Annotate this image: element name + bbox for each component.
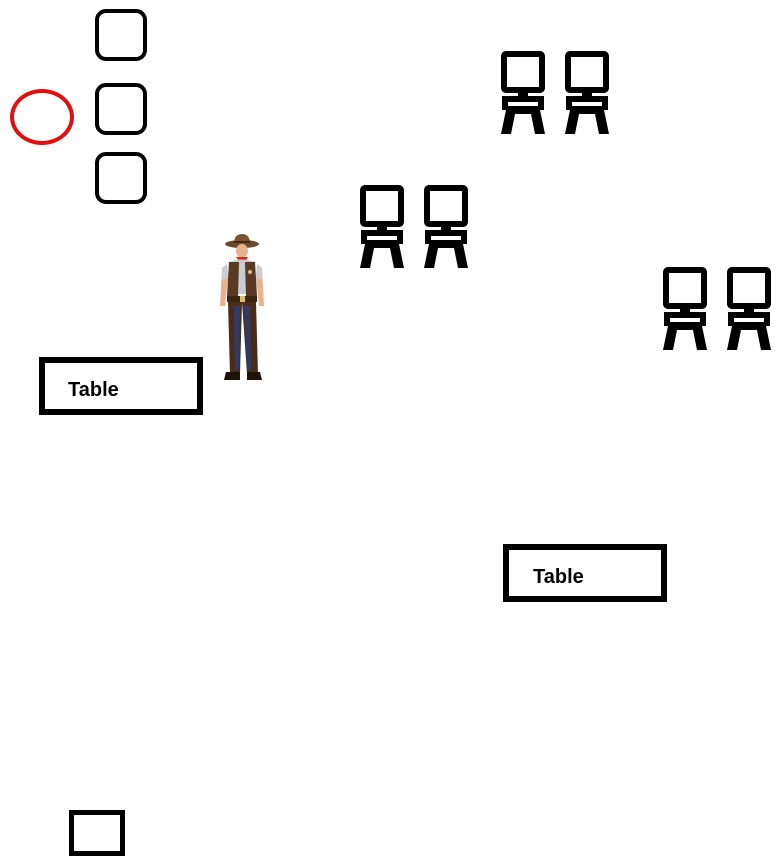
seat-box-top [95, 9, 147, 61]
chair-icon [501, 54, 545, 134]
table-left [39, 357, 203, 415]
chair-pair-middle [357, 184, 477, 272]
chair-pair-top-right [498, 50, 618, 138]
chair-icon [360, 188, 404, 268]
chair-icon [424, 188, 468, 268]
chair-icon [663, 270, 707, 350]
chair-pair-right [660, 266, 780, 354]
table-right-label: Table [533, 566, 584, 589]
table-right [503, 544, 667, 602]
seat-box-bottom [95, 152, 147, 204]
table-left-label: Table [68, 379, 119, 402]
cowboy-figure [212, 232, 278, 382]
seat-box-middle [95, 83, 147, 135]
empty-square-box [69, 810, 125, 856]
chair-icon [727, 270, 771, 350]
chair-icon [565, 54, 609, 134]
red-circle-marker [10, 89, 74, 145]
